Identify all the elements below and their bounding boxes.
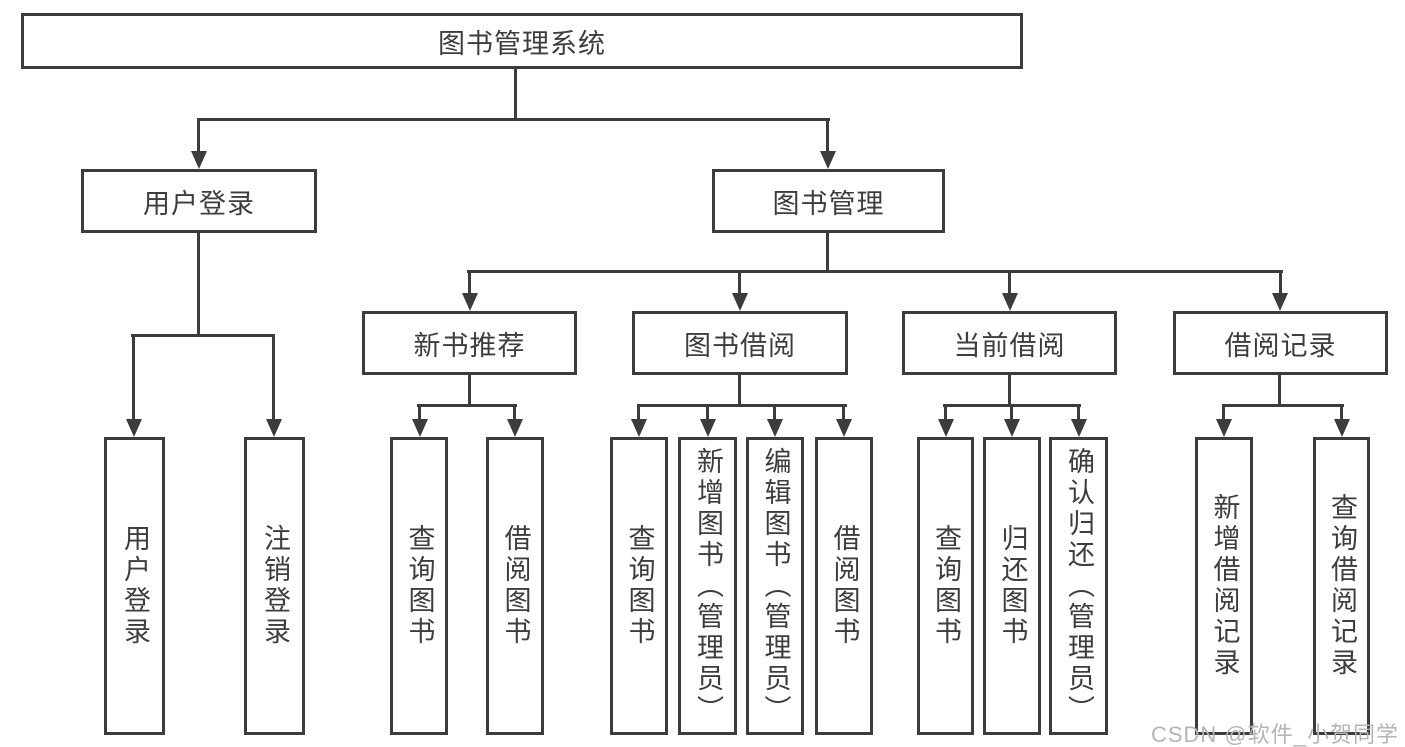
connector-line — [417, 404, 517, 407]
arrowhead-down-icon — [700, 419, 716, 437]
node-user-login: 用户登录 — [81, 169, 317, 233]
leaf-confirm-return-admin: 确认归还（管理员） — [1049, 437, 1108, 735]
arrowhead-down-icon — [412, 419, 428, 437]
connector-line — [1340, 407, 1343, 419]
leaf-user-login: 用户登录 — [104, 437, 165, 735]
connector-line — [1010, 407, 1013, 419]
connector-line — [706, 407, 709, 419]
arrowhead-down-icon — [1272, 293, 1288, 311]
connector-line — [197, 118, 830, 121]
connector-line — [738, 375, 741, 406]
connector-line — [1077, 407, 1080, 419]
leaf-edit-books-admin: 编辑图书（管理员） — [746, 437, 804, 735]
node-book-management-system: 图书管理系统 — [21, 13, 1023, 69]
connector-line — [1222, 404, 1344, 407]
arrowhead-down-icon — [1004, 419, 1020, 437]
connector-line — [842, 407, 845, 419]
node-new-book-recommendation: 新书推荐 — [362, 311, 577, 375]
leaf-borrow-books-recommend: 借阅图书 — [486, 437, 544, 735]
leaf-query-books-borrowing: 查询图书 — [610, 437, 668, 735]
connector-line — [272, 337, 275, 419]
connector-line — [132, 337, 135, 419]
connector-line — [943, 404, 1081, 407]
connector-line — [738, 273, 741, 293]
connector-line — [418, 407, 421, 419]
node-current-borrowing: 当前借阅 — [902, 311, 1117, 375]
node-borrowing-records: 借阅记录 — [1173, 311, 1388, 375]
connector-line — [513, 407, 516, 419]
arrowhead-down-icon — [938, 419, 954, 437]
arrowhead-down-icon — [1216, 419, 1232, 437]
arrowhead-down-icon — [1002, 293, 1018, 311]
connector-line — [197, 120, 200, 151]
connector-line — [1222, 407, 1225, 419]
connector-line — [1008, 273, 1011, 293]
connector-line — [197, 233, 200, 336]
connector-line — [826, 120, 829, 151]
arrowhead-down-icon — [191, 151, 207, 169]
connector-line — [468, 375, 471, 406]
leaf-return-books: 归还图书 — [983, 437, 1041, 735]
connector-line — [1008, 375, 1011, 406]
arrowhead-down-icon — [266, 419, 282, 437]
leaf-query-books-current: 查询图书 — [917, 437, 974, 735]
arrowhead-down-icon — [732, 293, 748, 311]
leaf-add-books-admin: 新增图书（管理员） — [678, 437, 737, 735]
connector-line — [131, 334, 275, 337]
node-book-management: 图书管理 — [712, 169, 945, 233]
leaf-logout-login: 注销登录 — [244, 437, 305, 735]
leaf-query-books-recommend: 查询图书 — [390, 437, 448, 735]
arrowhead-down-icon — [631, 419, 647, 437]
node-book-borrowing: 图书借阅 — [632, 311, 848, 375]
arrowhead-down-icon — [462, 293, 478, 311]
arrowhead-down-icon — [836, 419, 852, 437]
leaf-add-borrow-record: 新增借阅记录 — [1195, 437, 1253, 735]
arrowhead-down-icon — [1071, 419, 1087, 437]
connector-line — [826, 233, 829, 272]
connector-line — [514, 69, 517, 121]
arrowhead-down-icon — [1334, 419, 1350, 437]
connector-line — [1278, 375, 1281, 406]
arrowhead-down-icon — [767, 419, 783, 437]
connector-line — [467, 270, 1283, 273]
connector-line — [773, 407, 776, 419]
arrowhead-down-icon — [820, 151, 836, 169]
arrowhead-down-icon — [507, 419, 523, 437]
connector-line — [637, 404, 847, 407]
connector-line — [1279, 273, 1282, 293]
leaf-borrow-books-borrowing: 借阅图书 — [815, 437, 873, 735]
connector-line — [944, 407, 947, 419]
watermark-text: CSDN @软件_小贺同学 — [1150, 722, 1399, 747]
arrowhead-down-icon — [126, 419, 142, 437]
connector-line — [637, 407, 640, 419]
leaf-query-borrow-record: 查询借阅记录 — [1313, 437, 1370, 735]
connector-line — [468, 273, 471, 293]
